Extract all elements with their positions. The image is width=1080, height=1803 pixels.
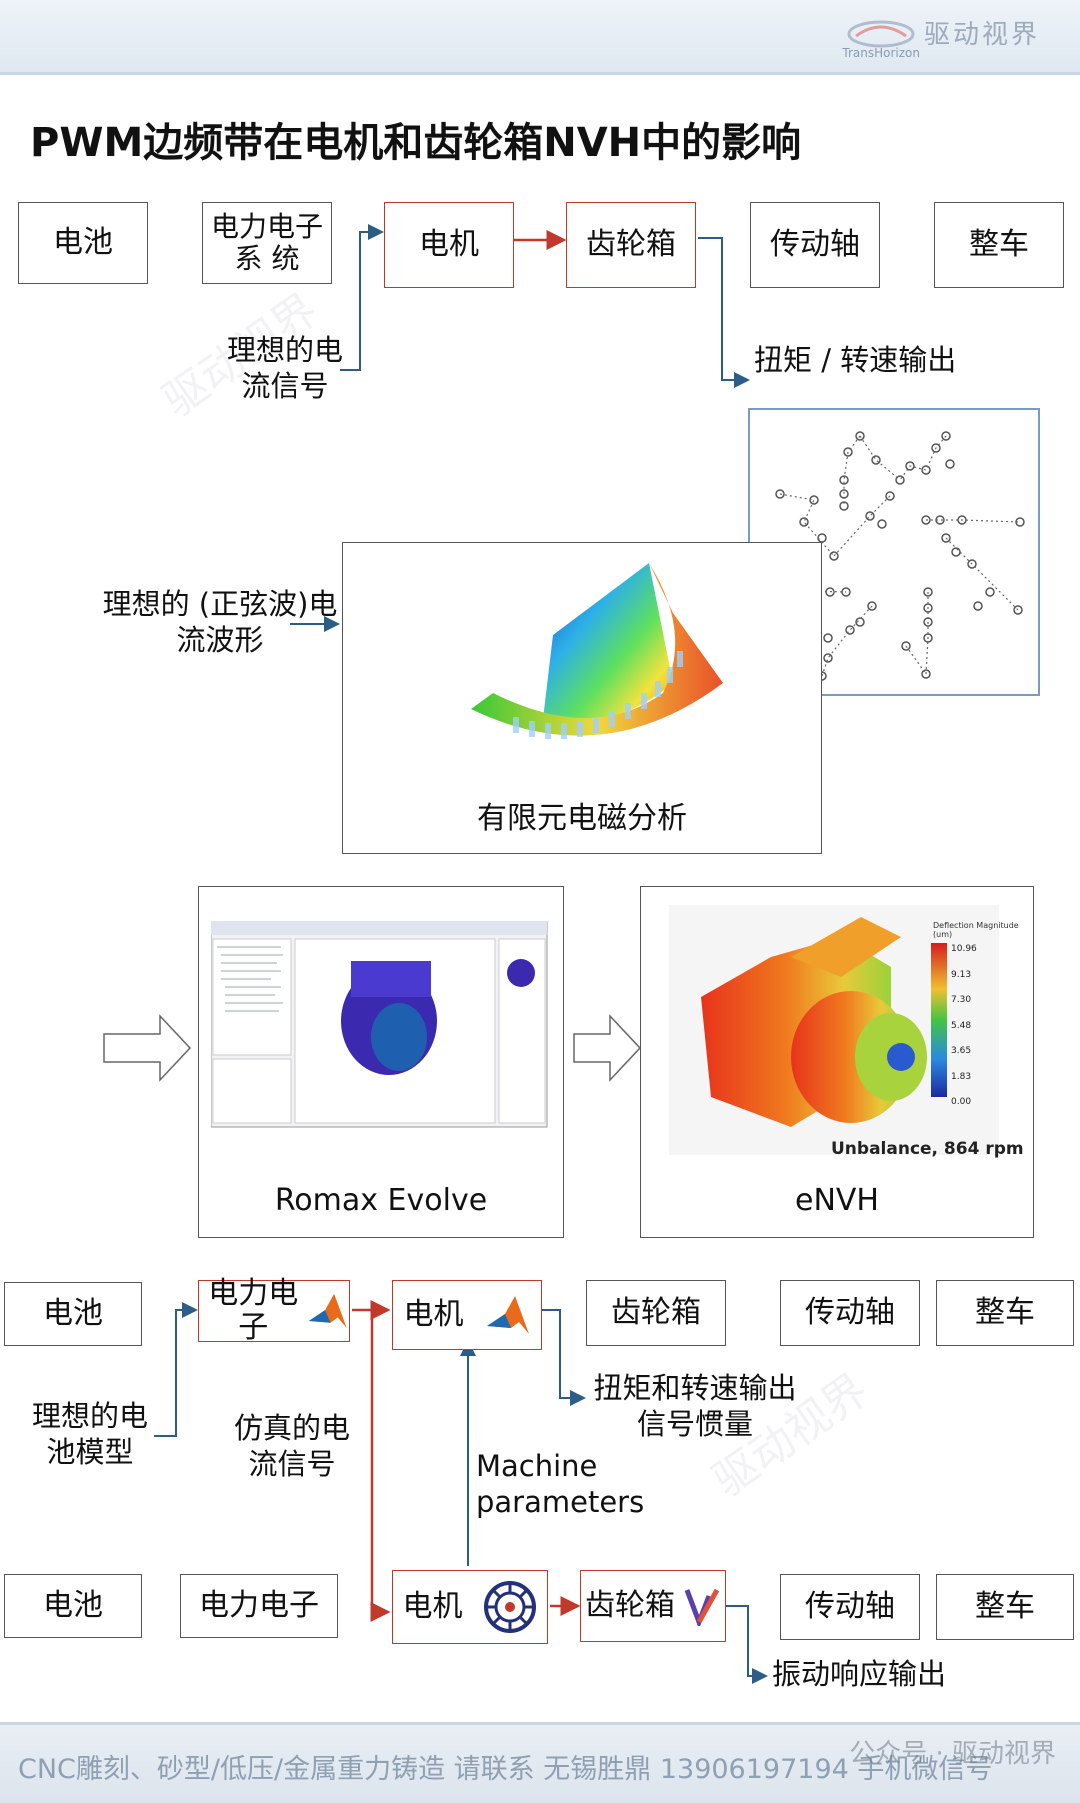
matlab-icon (309, 1293, 348, 1329)
fem-panel: 有限元电磁分析 (342, 542, 822, 854)
power-electronics-label: 电力电子 (208, 1275, 299, 1345)
brand-name: 驱动视界 (923, 20, 1040, 50)
fem-caption: 有限元电磁分析 (477, 801, 687, 836)
torque-speed-output-label: 扭矩 / 转速输出 (754, 343, 957, 377)
header-bar: 驱动视界 TransHorizon (0, 0, 1080, 75)
motor-box: 电机 (384, 202, 514, 288)
legend-tick: 9.13 (951, 969, 972, 980)
brand-subtitle: TransHorizon (842, 46, 920, 60)
motor-label: 电机 (402, 1588, 463, 1624)
gearbox-box: 齿轮箱 (586, 1280, 726, 1346)
footer-bar: CNC雕刻、砂型/低压/金属重力铸造 请联系 无锡胜鼎 13906197194 … (0, 1722, 1080, 1803)
legend-tick: 1.83 (951, 1071, 972, 1082)
simulated-current-signal-label: 仿真的电流信号 (233, 1411, 350, 1482)
vehicle-box: 整车 (936, 1574, 1074, 1640)
envh-deflection-image (669, 905, 999, 1155)
vehicle-box: 整车 (934, 202, 1064, 288)
ideal-battery-model-label: 理想的电池模型 (31, 1399, 148, 1470)
gearbox-box: 齿轮箱 (566, 202, 696, 288)
envh-caption: eNVH (795, 1183, 879, 1218)
romax-logo-icon (684, 1588, 720, 1626)
legend-ticks: 10.96 9.13 7.30 5.48 3.65 1.83 0.00 (951, 937, 977, 1116)
romax-caption: Romax Evolve (274, 1183, 488, 1218)
battery-box: 电池 (4, 1574, 142, 1638)
motor-box: 电机 (392, 1570, 548, 1644)
vibration-output-label: 振动响应输出 (772, 1657, 947, 1691)
motor-stator-icon (483, 1581, 536, 1633)
legend-title: Deflection Magnitude (um) (933, 921, 1019, 939)
driveshaft-box: 传动轴 (780, 1280, 920, 1346)
wechat-tag: 公众号 · 驱动视界 (849, 1739, 1056, 1769)
battery-box: 电池 (18, 202, 148, 284)
legend-tick: 5.48 (951, 1020, 972, 1031)
page-title: PWM边频带在电机和齿轮箱NVH中的影响 (30, 120, 802, 166)
driveshaft-box: 传动轴 (780, 1574, 920, 1640)
ideal-waveform-label: 理想的 (正弦波)电流波形 (102, 587, 338, 658)
legend-tick: 7.30 (951, 995, 972, 1005)
footer-ad-text: CNC雕刻、砂型/低压/金属重力铸造 请联系 无锡胜鼎 13906197194 … (18, 1754, 993, 1785)
envh-panel: Deflection Magnitude (um) 10.96 9.13 7.3… (640, 886, 1034, 1238)
fem-contour-image (471, 563, 723, 739)
driveshaft-box: 传动轴 (750, 202, 880, 288)
power-electronics-box: 电力电子 (180, 1574, 338, 1638)
legend-tick: 0.00 (951, 1097, 972, 1107)
power-electronics-box: 电力电子 (198, 1276, 350, 1345)
ideal-current-signal-label: 理想的电流信号 (226, 333, 343, 404)
brand-logo: 驱动视界 (846, 14, 1040, 51)
power-electronics-box: 电力电子系 统 (202, 202, 332, 284)
vehicle-box: 整车 (936, 1280, 1074, 1346)
gearbox-box: 齿轮箱 (580, 1570, 726, 1642)
gearbox-label: 齿轮箱 (585, 1587, 675, 1623)
torque-speed-inertia-label: 扭矩和转速输出信号惯量 (593, 1371, 797, 1442)
machine-parameters-label: Machine parameters (476, 1449, 645, 1520)
car-logo-icon (847, 20, 915, 47)
motor-label: 电机 (403, 1296, 464, 1332)
motor-box: 电机 (392, 1280, 542, 1350)
romax-screenshot (211, 921, 548, 1128)
legend-tick: 10.96 (951, 944, 977, 954)
battery-box: 电池 (4, 1282, 142, 1346)
romax-panel: Romax Evolve (198, 886, 564, 1238)
envh-plot-label: Unbalance, 864 rpm (831, 1139, 1024, 1159)
legend-tick: 3.65 (951, 1046, 972, 1056)
matlab-icon (486, 1296, 529, 1334)
